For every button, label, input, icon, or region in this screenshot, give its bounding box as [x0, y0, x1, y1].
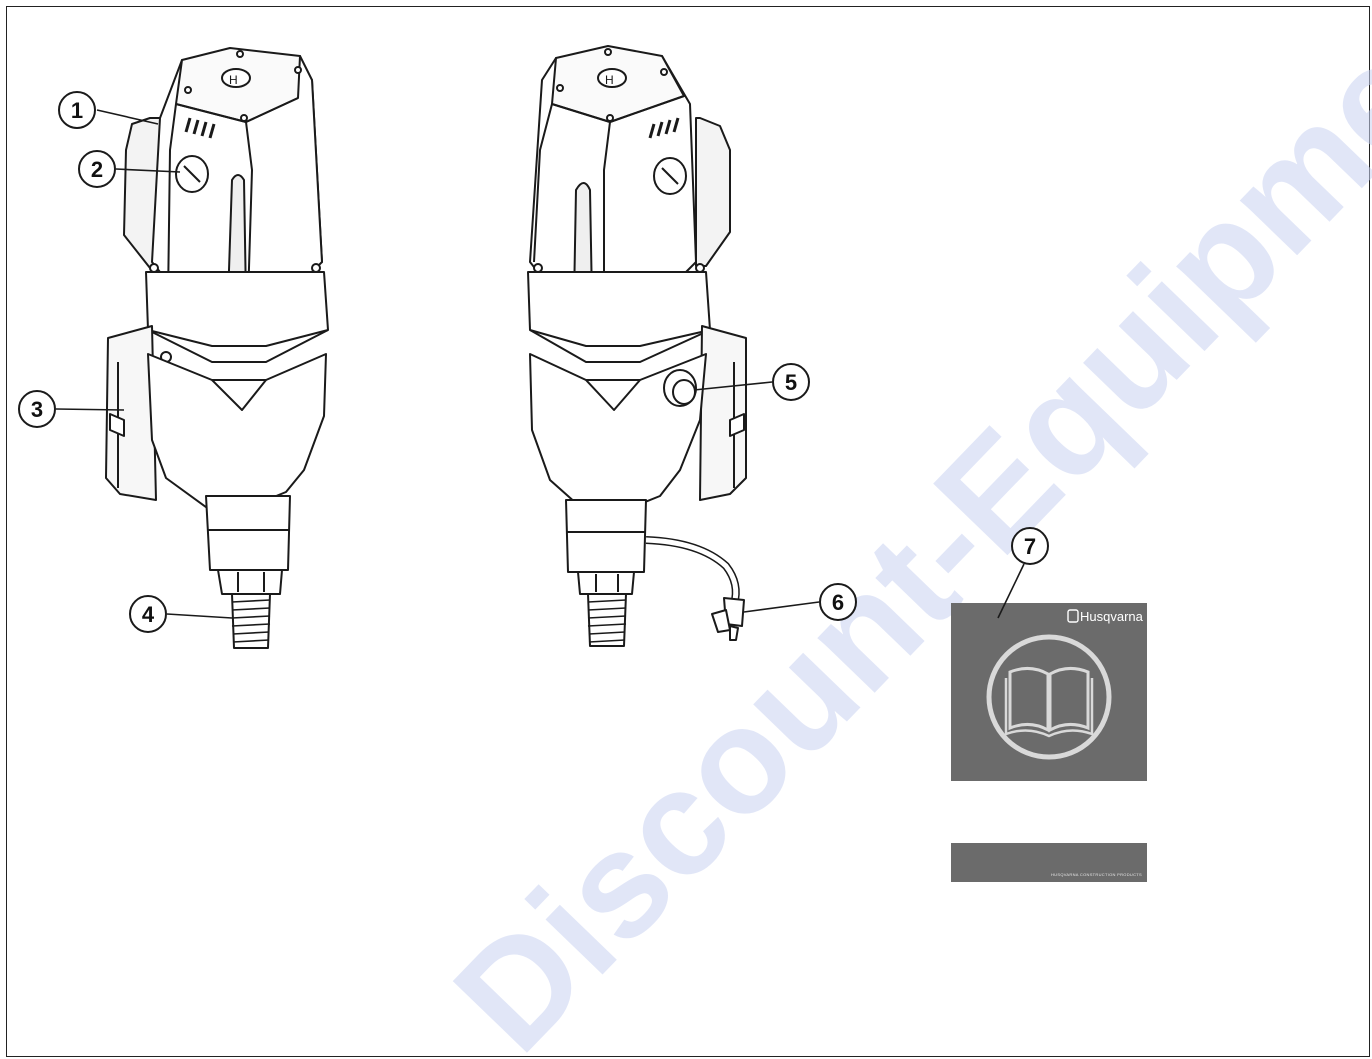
callout-7: 7	[1011, 527, 1049, 565]
manual-back-strip	[951, 843, 1147, 882]
svg-text:H: H	[605, 73, 614, 87]
callout-2: 2	[78, 150, 116, 188]
callout-5: 5	[772, 363, 810, 401]
callout-leader-3	[55, 408, 125, 411]
callout-4: 4	[129, 595, 167, 633]
callout-leader-4	[166, 613, 233, 619]
husqvarna-logo: Husqvarna	[1067, 609, 1144, 624]
open-book-icon	[986, 634, 1112, 760]
callout-7-label: 7	[1024, 534, 1036, 559]
operator-manual: Husqvarna HUSQVARNA CONSTRUCTION PRODUCT…	[951, 603, 1147, 882]
svg-text:H: H	[229, 73, 238, 87]
callout-2-label: 2	[91, 157, 103, 182]
callout-6: 6	[819, 583, 857, 621]
drill-motor-back-icon: H	[527, 45, 747, 647]
callout-leader-1	[96, 109, 159, 125]
callout-leader-7	[997, 563, 1025, 619]
callout-1-label: 1	[71, 98, 83, 123]
callout-5-label: 5	[785, 370, 797, 395]
manual-footer-text: HUSQVARNA CONSTRUCTION PRODUCTS	[1051, 872, 1142, 877]
callout-leader-5	[693, 381, 773, 391]
drill-motor-front-icon: H	[105, 47, 329, 649]
page-border	[6, 6, 1370, 1057]
callout-4-label: 4	[142, 602, 155, 627]
callout-3-label: 3	[31, 397, 43, 422]
callout-leader-6	[743, 601, 820, 613]
callout-6-label: 6	[832, 590, 844, 615]
callout-leader-2	[115, 168, 181, 173]
callouts: 1 2 3 4 5	[18, 91, 1049, 633]
manual-brand: Husqvarna	[1080, 609, 1144, 624]
callout-3: 3	[18, 390, 56, 428]
callout-1: 1	[58, 91, 96, 129]
